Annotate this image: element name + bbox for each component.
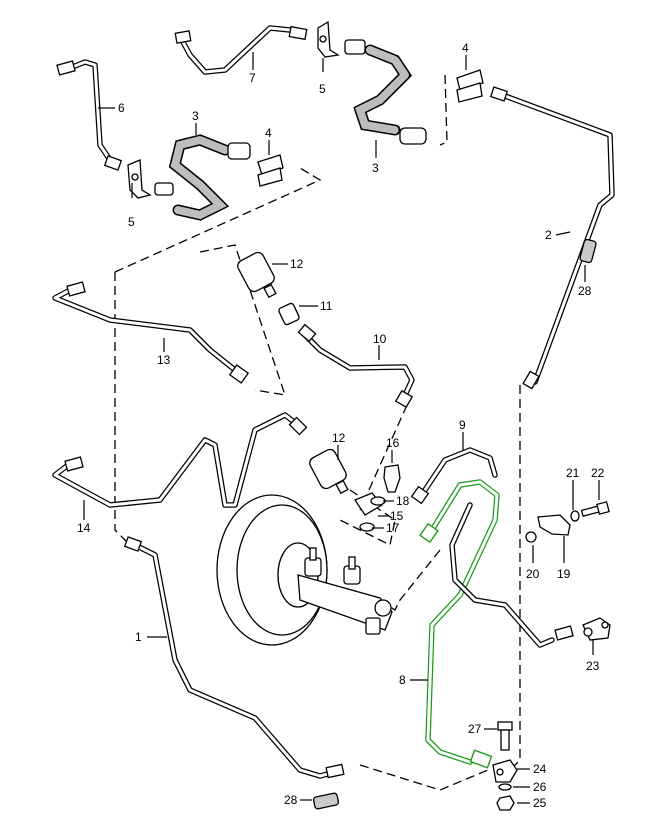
part-24-junction-block[interactable] bbox=[492, 759, 518, 783]
callout-24: 24 bbox=[533, 762, 547, 776]
callout-14: 14 bbox=[77, 521, 91, 535]
part-11-adapter[interactable] bbox=[278, 302, 300, 326]
part-10-brake-line[interactable] bbox=[297, 323, 415, 409]
callout-12-upper: 12 bbox=[290, 257, 304, 271]
callout-labels: 1 2 3 3 4 4 5 5 6 7 8 9 10 11 12 12 13 1… bbox=[77, 41, 605, 810]
part-4-clip-left[interactable] bbox=[257, 154, 284, 187]
part-2-brake-line[interactable] bbox=[489, 86, 615, 390]
callout-9: 9 bbox=[459, 418, 466, 432]
part-1-brake-line[interactable] bbox=[123, 536, 345, 779]
callout-2: 2 bbox=[545, 228, 552, 242]
part-27-bolt[interactable] bbox=[497, 721, 513, 751]
callout-20: 20 bbox=[526, 567, 540, 581]
callout-10: 10 bbox=[373, 332, 387, 346]
part-9-brake-line[interactable] bbox=[410, 447, 574, 648]
part-18-washer[interactable] bbox=[370, 496, 386, 506]
part-17-washer[interactable] bbox=[359, 522, 375, 532]
part-12-valve-upper[interactable] bbox=[236, 250, 277, 299]
part-5-bracket-left[interactable] bbox=[127, 159, 152, 199]
callout-16: 16 bbox=[386, 436, 400, 450]
part-14-brake-line[interactable] bbox=[52, 412, 308, 508]
part-6-brake-line[interactable] bbox=[56, 59, 123, 171]
callout-17: 17 bbox=[386, 521, 400, 535]
callout-4-right: 4 bbox=[462, 41, 469, 55]
callout-18: 18 bbox=[396, 494, 410, 508]
callout-3-left: 3 bbox=[192, 109, 199, 123]
part-22-bolt[interactable] bbox=[580, 501, 610, 518]
master-cylinder[interactable] bbox=[297, 547, 393, 635]
part-3-brake-hose-right[interactable] bbox=[344, 39, 427, 145]
callout-11: 11 bbox=[320, 299, 333, 313]
part-12-valve-lower[interactable] bbox=[308, 447, 349, 495]
callout-6: 6 bbox=[118, 101, 125, 115]
callout-15: 15 bbox=[390, 509, 404, 523]
part-5-bracket-right[interactable] bbox=[317, 20, 340, 58]
brake-booster[interactable] bbox=[216, 494, 328, 646]
leader-lines bbox=[83, 52, 600, 804]
callout-3-right: 3 bbox=[372, 161, 379, 175]
callout-13: 13 bbox=[157, 353, 171, 367]
callout-25: 25 bbox=[533, 796, 547, 810]
part-3-brake-hose-left[interactable] bbox=[154, 134, 251, 221]
part-21-washer[interactable] bbox=[570, 510, 580, 522]
part-8-brake-line-highlighted[interactable] bbox=[419, 479, 500, 769]
assembly-dash-lines bbox=[114, 74, 521, 791]
part-16-bleeder-screw[interactable] bbox=[383, 464, 401, 493]
part-13-brake-line[interactable] bbox=[52, 281, 250, 384]
callout-4-left: 4 bbox=[265, 126, 272, 140]
callout-5-left: 5 bbox=[128, 215, 135, 229]
callout-26: 26 bbox=[533, 780, 547, 794]
callout-22: 22 bbox=[591, 466, 605, 480]
part-19-bracket[interactable] bbox=[537, 514, 571, 536]
part-4-clip-right[interactable] bbox=[456, 69, 484, 103]
part-20-nut[interactable] bbox=[525, 531, 537, 543]
part-25-nut[interactable] bbox=[496, 795, 515, 811]
callout-1: 1 bbox=[135, 630, 142, 644]
callout-5-right: 5 bbox=[319, 82, 326, 96]
part-26-washer[interactable] bbox=[498, 783, 512, 791]
callout-28-upper: 28 bbox=[578, 284, 592, 298]
part-23-elbow-fitting[interactable] bbox=[582, 617, 611, 641]
part-28-sleeve-upper[interactable] bbox=[579, 238, 597, 264]
callout-27: 27 bbox=[468, 722, 482, 736]
callout-21: 21 bbox=[566, 466, 580, 480]
callout-28-lower: 28 bbox=[284, 793, 298, 807]
callout-8: 8 bbox=[399, 673, 406, 687]
callout-12-lower: 12 bbox=[332, 431, 346, 445]
callout-23: 23 bbox=[586, 659, 600, 673]
callout-7: 7 bbox=[249, 71, 256, 85]
callout-19: 19 bbox=[557, 567, 571, 581]
part-7-brake-line[interactable] bbox=[174, 25, 308, 75]
part-28-sleeve-lower[interactable] bbox=[312, 792, 340, 810]
